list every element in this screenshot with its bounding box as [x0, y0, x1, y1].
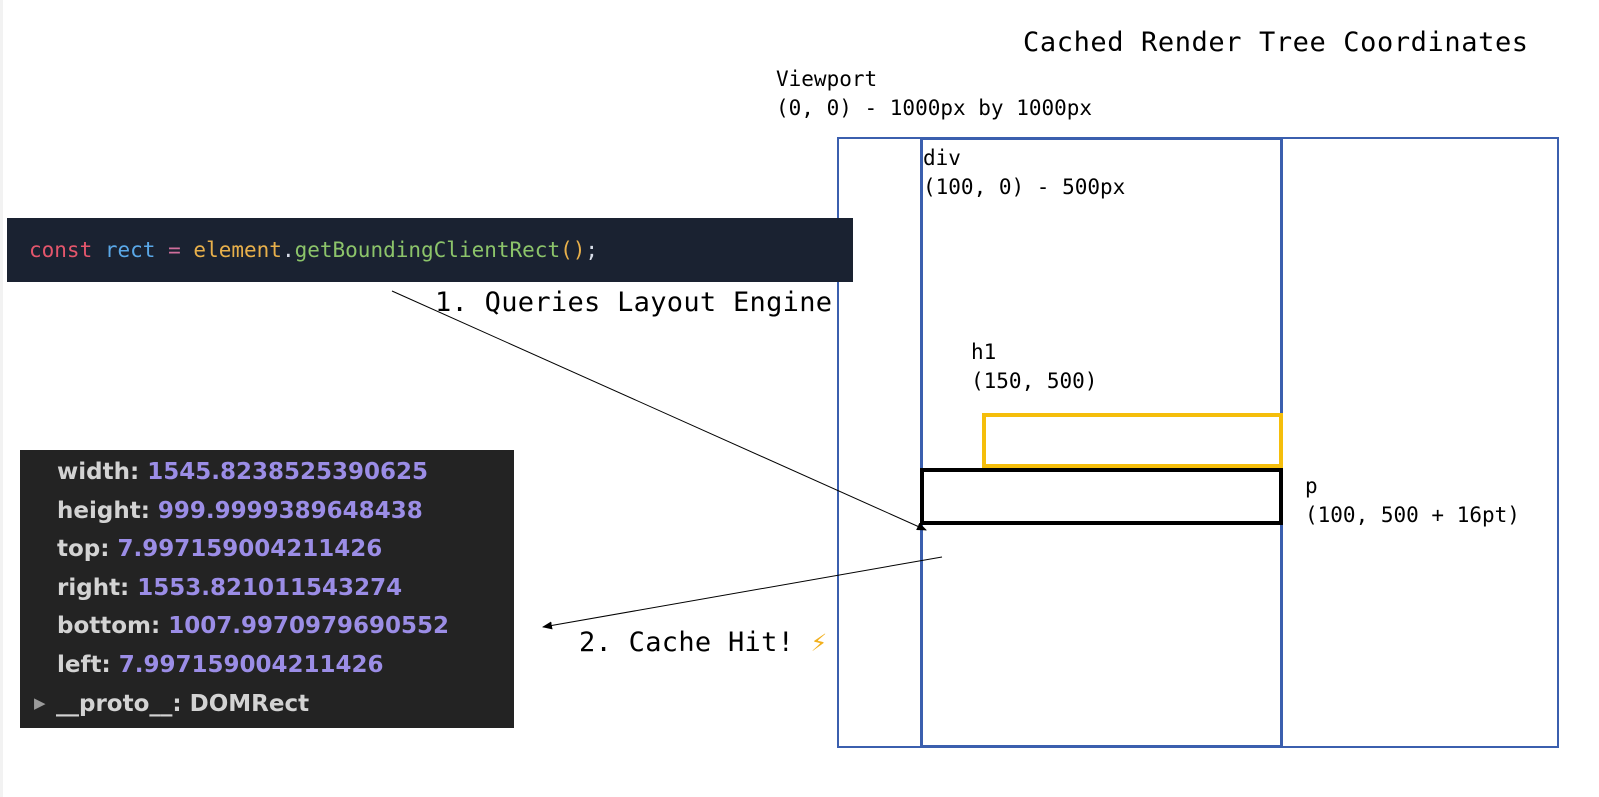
console-value: 1545.8238525390625 [147, 459, 428, 485]
console-panel: width: 1545.8238525390625 height: 999.99… [20, 450, 514, 728]
step2-label: 2. Cache Hit! ⚡ [579, 627, 827, 658]
code-operator: = [168, 238, 181, 262]
h1-coords: (150, 500) [971, 369, 1098, 393]
console-key: width: [57, 459, 140, 485]
console-row-width: width: 1545.8238525390625 [57, 459, 428, 485]
code-method: getBoundingClientRect [294, 238, 561, 262]
console-value: 999.9999389648438 [157, 498, 423, 524]
console-key: bottom: [57, 613, 161, 639]
code-semicolon: ; [585, 238, 599, 262]
console-proto: __proto__: DOMRect [56, 691, 310, 717]
console-value: 7.997159004211426 [117, 536, 383, 562]
console-key: right: [57, 575, 130, 601]
console-row-top: top: 7.997159004211426 [57, 536, 382, 562]
code-line: const rect = element.getBoundingClientRe… [29, 238, 598, 262]
console-row-left: left: 7.997159004211426 [57, 652, 384, 678]
code-dot: . [281, 238, 295, 262]
diagram-title: Cached Render Tree Coordinates [1023, 27, 1529, 58]
div-name: div [923, 146, 961, 170]
div-label: div (100, 0) - 500px [923, 144, 1125, 202]
code-object: element [193, 238, 282, 262]
code-panel: const rect = element.getBoundingClientRe… [7, 218, 853, 282]
p-box [920, 468, 1283, 525]
viewport-name: Viewport [776, 67, 878, 91]
div-coords: (100, 0) - 500px [923, 175, 1126, 199]
lightning-bolt-icon: ⚡ [810, 627, 828, 658]
viewport-label: Viewport (0, 0) - 1000px by 1000px [776, 65, 1092, 123]
h1-name: h1 [971, 340, 997, 364]
left-border [0, 0, 3, 797]
p-name: p [1305, 474, 1318, 498]
console-key: height: [57, 498, 150, 524]
step1-label: 1. Queries Layout Engine [435, 287, 833, 318]
console-row-height: height: 999.9999389648438 [57, 498, 423, 524]
console-row-bottom: bottom: 1007.9970979690552 [57, 613, 449, 639]
console-key: left: [57, 652, 111, 678]
expand-triangle-icon[interactable]: ▶ [34, 694, 46, 712]
step2-text: 2. Cache Hit! [579, 627, 795, 658]
console-key: top: [57, 536, 110, 562]
code-parens: () [560, 238, 586, 262]
p-coords: (100, 500 + 16pt) [1305, 503, 1520, 527]
h1-box [982, 413, 1283, 468]
console-value: 7.997159004211426 [118, 652, 384, 678]
code-keyword: const [29, 238, 93, 262]
p-label: p (100, 500 + 16pt) [1305, 472, 1520, 530]
viewport-coords: (0, 0) - 1000px by 1000px [776, 96, 1093, 120]
console-value: 1007.9970979690552 [168, 613, 450, 639]
console-proto-row[interactable]: ▶ __proto__: DOMRect [34, 691, 309, 717]
code-variable: rect [104, 238, 156, 262]
h1-label: h1 (150, 500) [971, 338, 1097, 396]
console-row-right: right: 1553.821011543274 [57, 575, 402, 601]
console-value: 1553.821011543274 [137, 575, 403, 601]
